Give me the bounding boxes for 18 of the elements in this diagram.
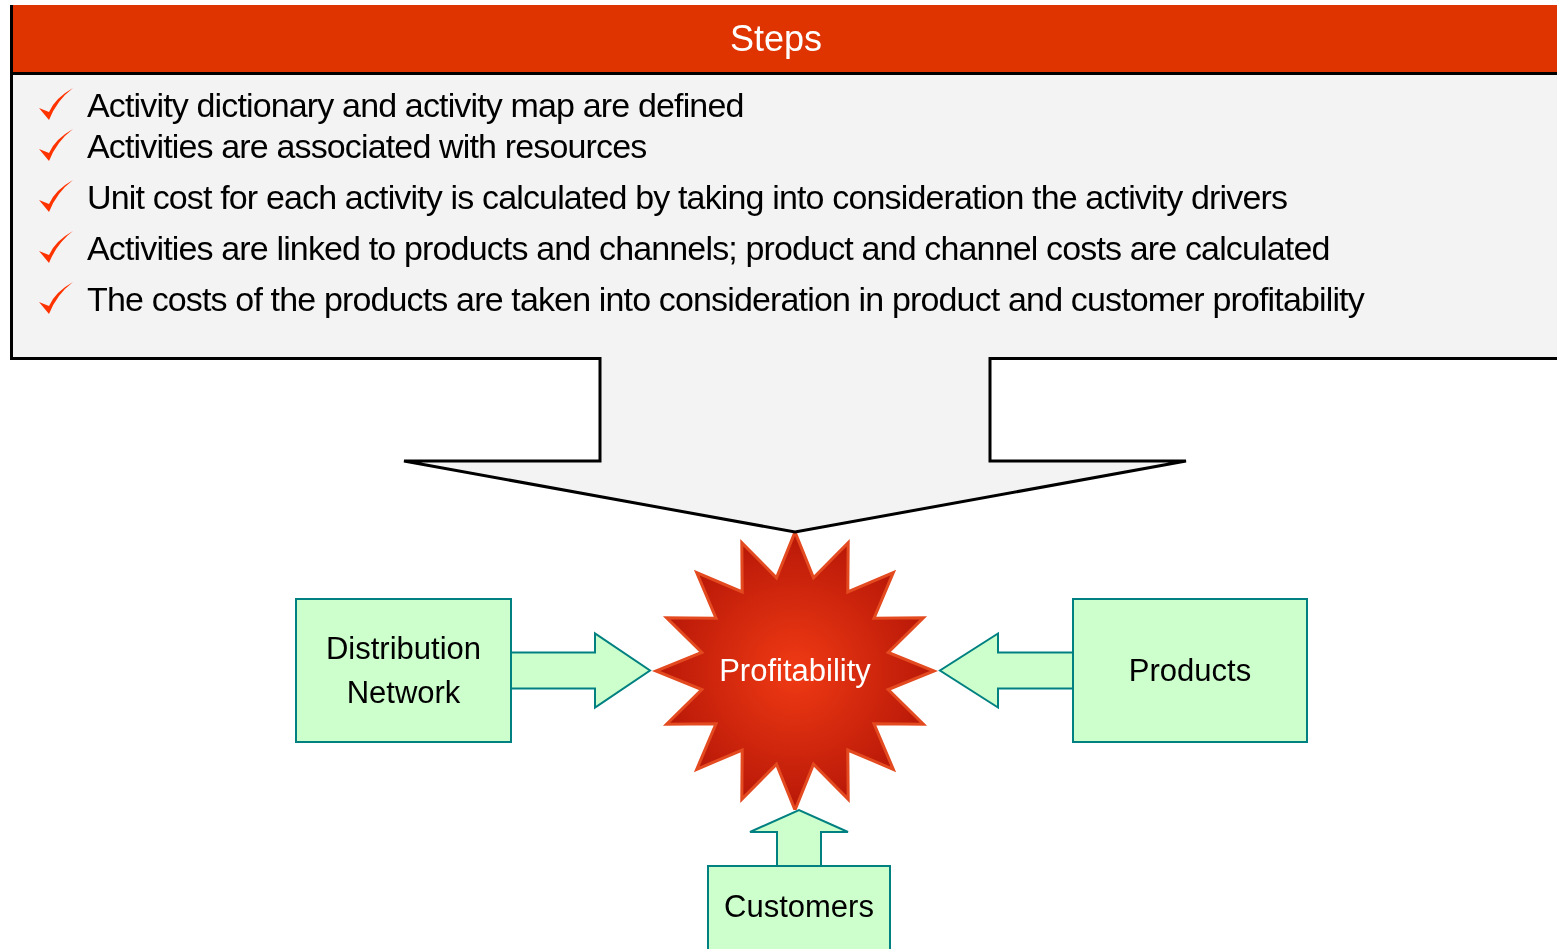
step-text: Activities are associated with resources	[87, 126, 647, 167]
category-box	[707, 865, 891, 949]
step-text: The costs of the products are taken into consideration in product and customer profitability	[87, 279, 1364, 320]
step-text: Activities are linked to products and channels; product and channel costs are calculated	[87, 228, 1330, 269]
category-box	[295, 598, 512, 743]
category-box	[1072, 598, 1308, 743]
box-label: Products	[1127, 651, 1253, 690]
box-label: Customers	[723, 888, 875, 926]
panel-heading: Steps	[729, 16, 824, 61]
box-label: Distribution Network	[324, 629, 483, 712]
step-text: Unit cost for each activity is calculated by taking into consideration the activity drivers	[87, 177, 1288, 218]
block-arrow	[511, 631, 652, 710]
block-arrow	[749, 808, 849, 866]
step-text: Activity dictionary and activity map are defined	[87, 85, 744, 126]
steps-panel	[10, 5, 1557, 360]
block-arrow	[938, 631, 1073, 710]
block-arrow	[402, 355, 1188, 534]
star-label: Profitability	[719, 651, 871, 690]
